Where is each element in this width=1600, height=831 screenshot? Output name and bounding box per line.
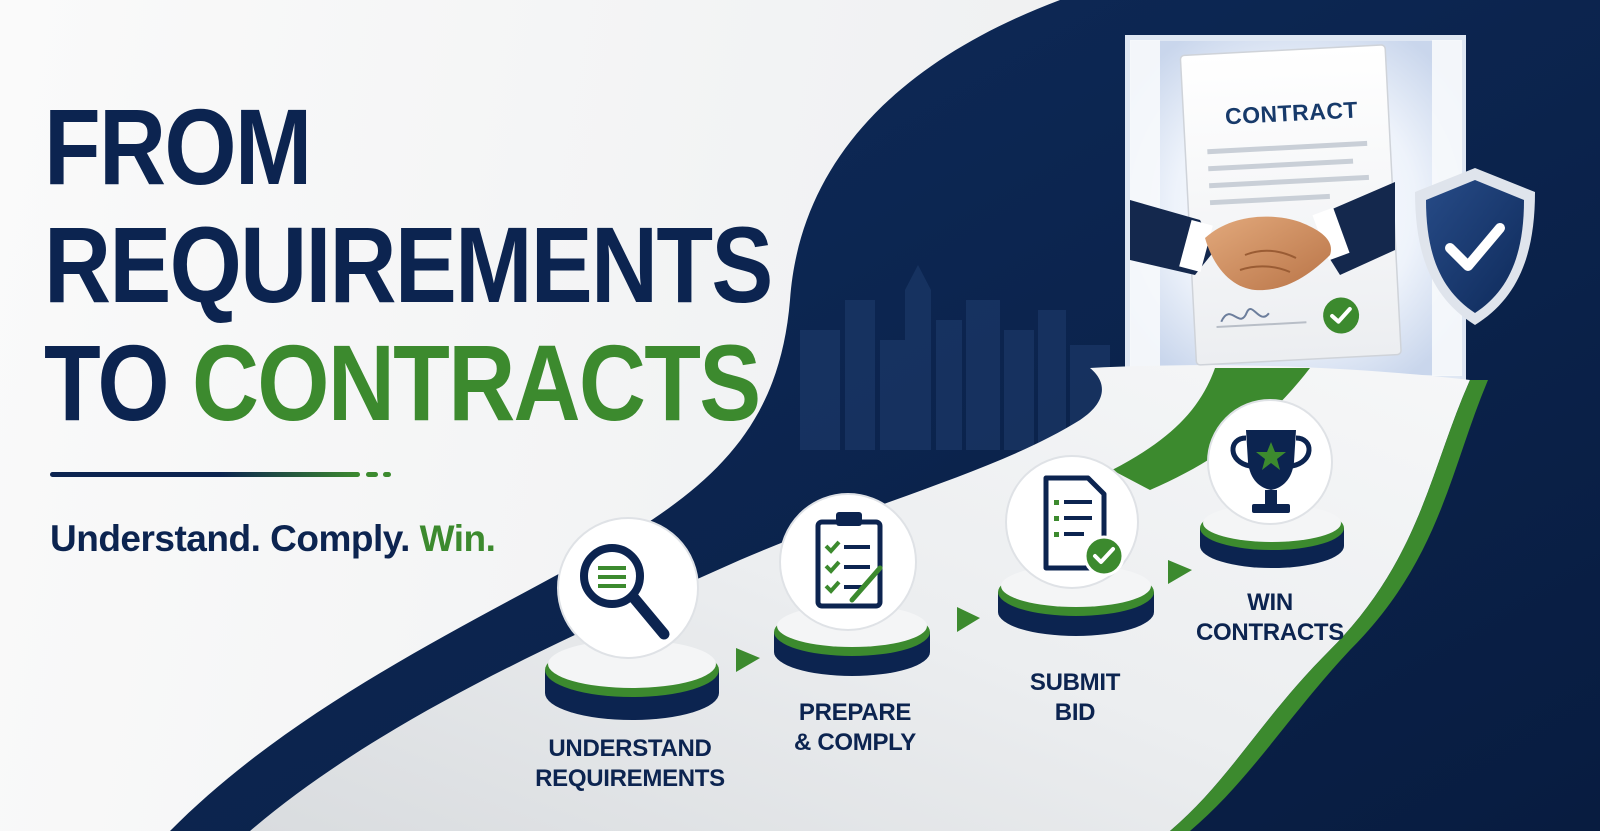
contract-document [1179, 44, 1402, 366]
step-arrow-1 [736, 648, 760, 672]
document-check-icon [1005, 455, 1139, 589]
road-edge-green [1170, 380, 1488, 831]
clipboard-checklist-icon [779, 493, 917, 631]
magnifier-icon [557, 517, 699, 659]
handshake-icon [1130, 182, 1395, 291]
headline-line-3-prefix: TO [44, 322, 192, 443]
step-label-2: PREPARE & COMPLY [793, 699, 917, 756]
trophy-icon [1207, 399, 1333, 525]
headline-line-3: TO CONTRACTS [44, 322, 761, 443]
headline-line-2: REQUIREMENTS [44, 204, 773, 325]
step-pedestal-1 [545, 640, 719, 720]
tagline: Understand. Comply. Win. [50, 518, 496, 560]
headline-highlight: CONTRACTS [191, 322, 761, 443]
headline-line-1: FROM [44, 86, 312, 207]
headline: FROM REQUIREMENTS TO CONTRACTS [44, 86, 773, 443]
step-arrow-3 [1168, 560, 1192, 584]
step-label-1: UNDERSTAND REQUIREMENTS [535, 735, 725, 792]
green-path-stripe [1112, 368, 1310, 490]
city-skyline [800, 265, 1110, 450]
shield-check-icon [1415, 168, 1535, 325]
tagline-part-2: Win. [419, 518, 496, 559]
tagline-part-1: Understand. Comply. [50, 518, 420, 559]
step-arrow-2 [957, 607, 980, 632]
step-pedestal-4 [1200, 504, 1344, 568]
headline-divider [50, 472, 391, 477]
step-label-4: WIN CONTRACTS [1196, 589, 1344, 646]
step-label-3: SUBMIT BID [1029, 669, 1121, 726]
